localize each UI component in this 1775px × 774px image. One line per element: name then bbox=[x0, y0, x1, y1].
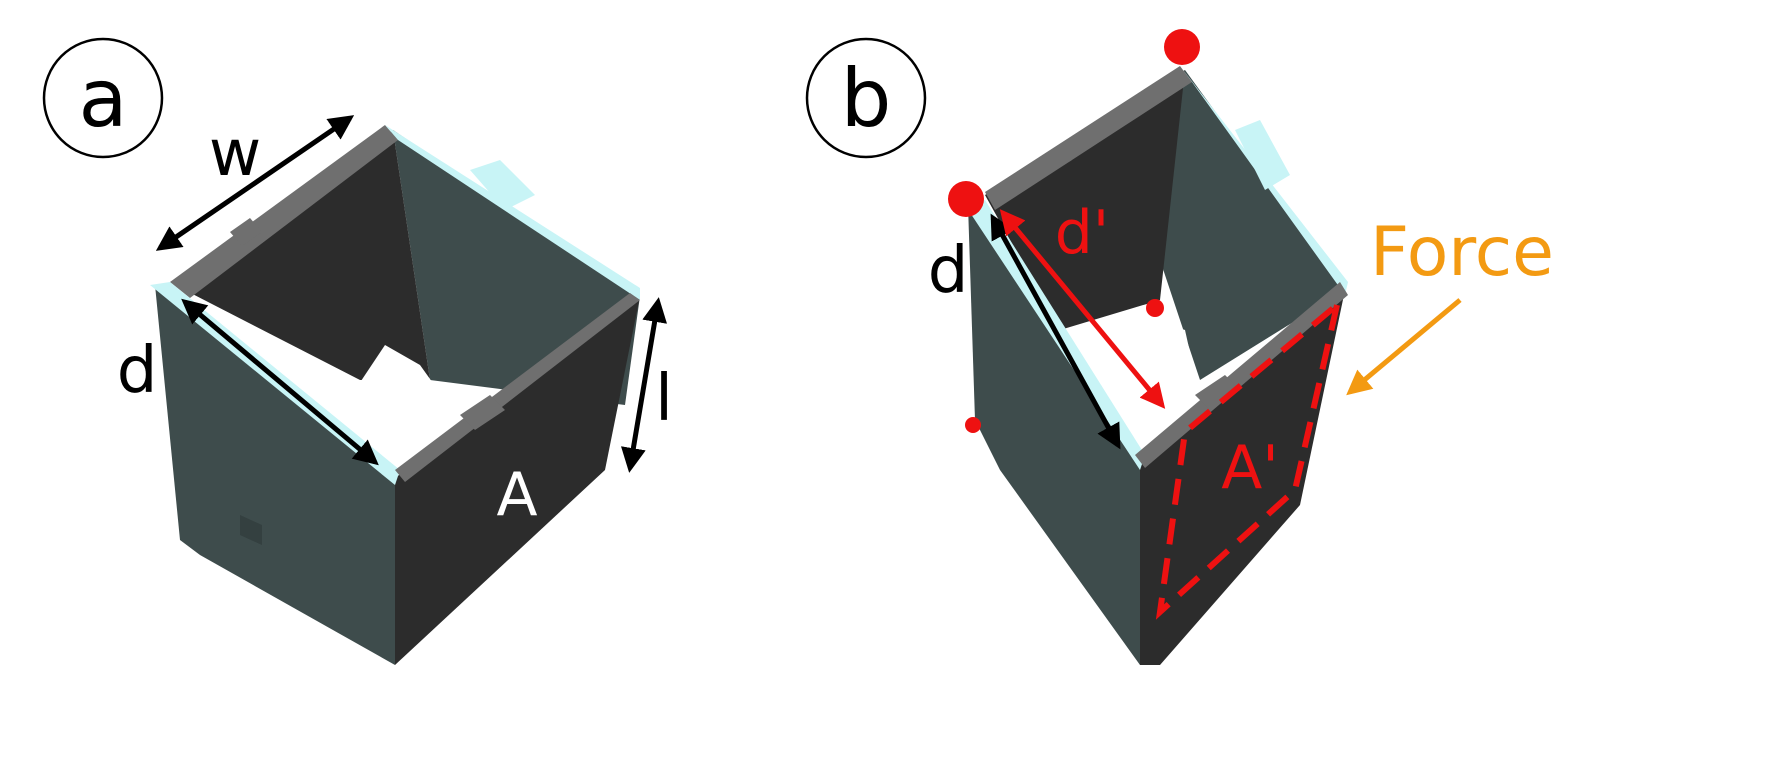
panel-b-badge bbox=[805, 37, 927, 159]
depth-arrow-a bbox=[181, 298, 379, 466]
width-arrow bbox=[155, 115, 355, 251]
corner-dot-top bbox=[1164, 29, 1200, 65]
panel-a-annotations: a w d l A bbox=[42, 37, 673, 530]
area-label: A bbox=[496, 460, 537, 530]
panel-a-badge bbox=[42, 37, 164, 159]
panel-a-badge-label: a bbox=[78, 52, 127, 145]
corner-dot-left bbox=[948, 181, 984, 217]
deformed-depth-arrow bbox=[999, 209, 1166, 409]
force-arrow bbox=[1346, 298, 1462, 396]
panel-b-badge-label: b bbox=[841, 52, 892, 145]
deformed-depth-label: d' bbox=[1055, 198, 1110, 268]
length-arrow bbox=[621, 297, 667, 473]
deformed-area-label: A' bbox=[1221, 433, 1279, 503]
width-label: w bbox=[209, 117, 261, 191]
panel-b-annotations: b d d' A' Force bbox=[805, 29, 1554, 620]
panel-b-cube bbox=[965, 66, 1348, 665]
force-label: Force bbox=[1370, 213, 1554, 292]
depth-label-b: d bbox=[928, 234, 969, 308]
length-label: l bbox=[655, 362, 673, 436]
depth-label-a: d bbox=[117, 334, 158, 408]
deformed-area-outline bbox=[1155, 297, 1342, 620]
